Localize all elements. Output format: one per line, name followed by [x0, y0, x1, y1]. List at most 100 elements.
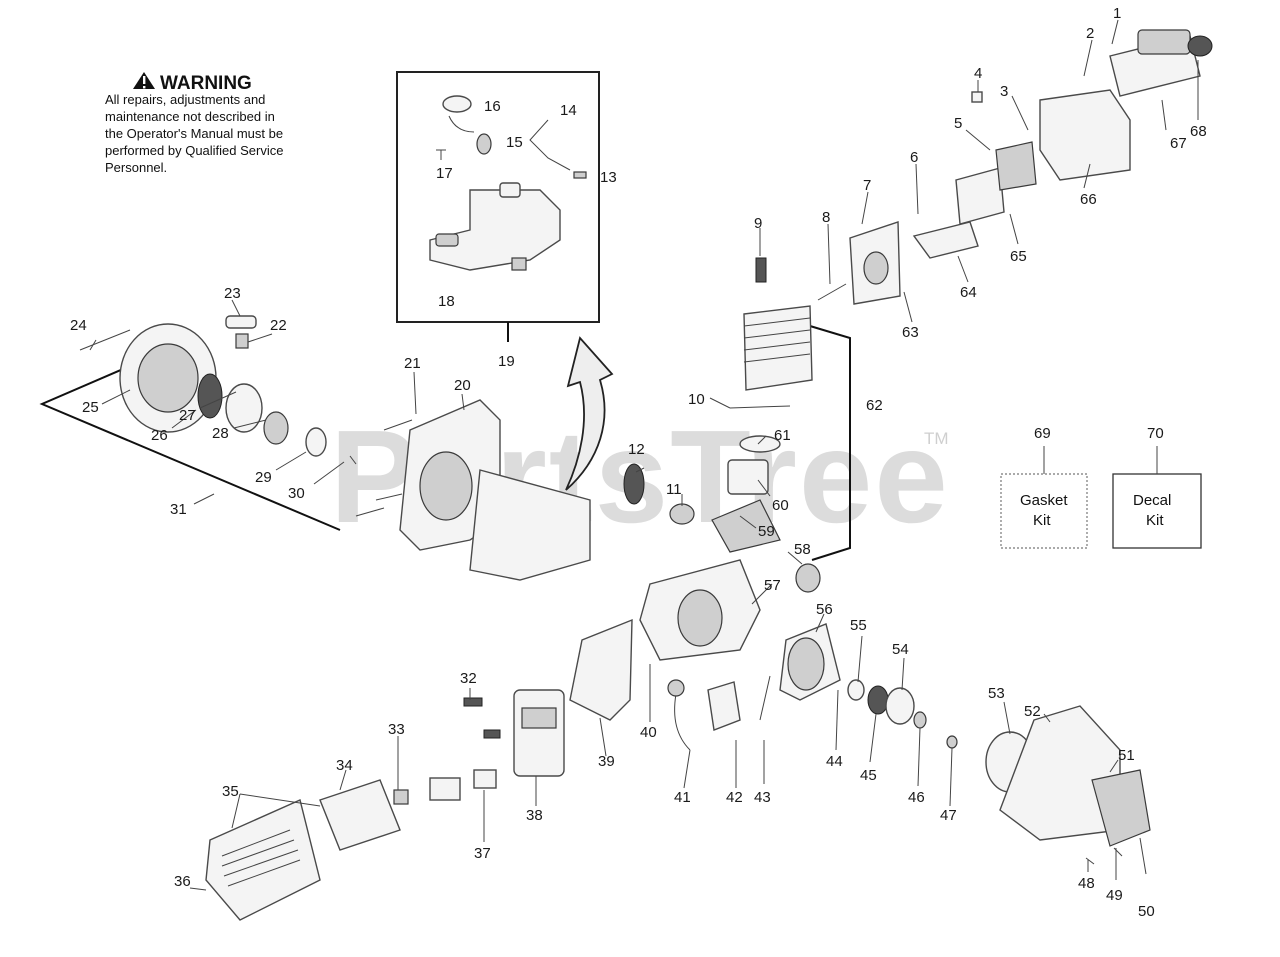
flywheel-assembly: [667, 623, 958, 751]
part-number: 24: [70, 317, 87, 334]
part-number: 15: [506, 134, 523, 151]
part-number: 66: [1080, 191, 1097, 208]
part-number: 23: [224, 285, 241, 302]
part-number: 39: [598, 753, 615, 770]
part-number: 53: [988, 685, 1005, 702]
part-number: 46: [908, 789, 925, 806]
part-number-labels: 1 2 3 4 5 6 7 8 9 10 11 12 13 14 15 16 1…: [70, 5, 1207, 920]
fuel-cap-drawing: [436, 95, 492, 160]
decal-kit-box: [1112, 473, 1202, 549]
part-number: 14: [560, 102, 577, 119]
fuel-tank-drawing: [429, 182, 561, 271]
gasket-kit-callout: 69 Gasket Kit: [1000, 425, 1088, 549]
part-number: 30: [288, 485, 305, 502]
part-number: 18: [438, 293, 455, 310]
part-number: 45: [860, 767, 877, 784]
part-number: 7: [863, 177, 871, 194]
part-number-70: 70: [1147, 425, 1164, 442]
warning-line: maintenance not described in: [105, 109, 275, 124]
starter-assembly: [79, 315, 357, 465]
part-number: 67: [1170, 135, 1187, 152]
part-number: 65: [1010, 248, 1027, 265]
part-number: 42: [726, 789, 743, 806]
part-number: 36: [174, 873, 191, 890]
warning-line: All repairs, adjustments and: [105, 92, 265, 107]
part-number: 35: [222, 783, 239, 800]
part-number: 28: [212, 425, 229, 442]
part-number: 27: [179, 407, 196, 424]
watermark-trademark: TM: [924, 429, 949, 448]
part-number: 50: [1138, 903, 1155, 920]
part-number: 55: [850, 617, 867, 634]
part-number: 52: [1024, 703, 1041, 720]
part-number: 62: [866, 397, 883, 414]
part-number: 10: [688, 391, 705, 408]
warning-notice: WARNING All repairs, adjustments and mai…: [105, 72, 283, 175]
part-number: 1: [1113, 5, 1121, 22]
warning-line: the Operator's Manual must be: [105, 126, 283, 141]
part-number: 5: [954, 115, 962, 132]
gasket-kit-box: [1000, 473, 1088, 549]
part-number: 16: [484, 98, 501, 115]
part-number: 31: [170, 501, 187, 518]
decal-kit-label: Kit: [1146, 512, 1164, 529]
part-number: 47: [940, 807, 957, 824]
part-number: 34: [336, 757, 353, 774]
gasket-kit-label: Gasket: [1020, 492, 1068, 509]
curved-arrow: [565, 336, 614, 491]
part-number: 8: [822, 209, 830, 226]
part-number: 59: [758, 523, 775, 540]
part-number: 12: [628, 441, 645, 458]
part-number: 17: [436, 165, 453, 182]
fuel-line-drawing: [529, 119, 587, 179]
part-number: 20: [454, 377, 471, 394]
fuel-tank-inset: [396, 71, 600, 323]
part-number: 6: [910, 149, 918, 166]
cylinder-assembly: [623, 257, 847, 593]
part-number: 29: [255, 469, 272, 486]
part-number: 43: [754, 789, 771, 806]
part-number: 60: [772, 497, 789, 514]
decal-kit-label: Decal: [1133, 492, 1171, 509]
warning-title: WARNING: [160, 73, 252, 94]
part-number: 68: [1190, 123, 1207, 140]
part-number-69: 69: [1034, 425, 1051, 442]
part-number: 41: [674, 789, 691, 806]
part-number: 37: [474, 845, 491, 862]
part-number: 54: [892, 641, 909, 658]
warning-line: Personnel.: [105, 160, 167, 175]
part-number: 9: [754, 215, 762, 232]
warning-line: performed by Qualified Service: [105, 143, 283, 158]
bracket-62: [809, 325, 851, 561]
part-number: 21: [404, 355, 421, 372]
part-number: 44: [826, 753, 843, 770]
part-number: 48: [1078, 875, 1095, 892]
part-number: 25: [82, 399, 99, 416]
part-number: 3: [1000, 83, 1008, 100]
part-number: 22: [270, 317, 287, 334]
part-number: 33: [388, 721, 405, 738]
part-number: 61: [774, 427, 791, 444]
part-number: 32: [460, 670, 477, 687]
crankcase: [463, 559, 761, 777]
part-number: 2: [1086, 25, 1094, 42]
part-number: 26: [151, 427, 168, 444]
part-number: 13: [600, 169, 617, 186]
part-number: 38: [526, 807, 543, 824]
part-number: 40: [640, 724, 657, 741]
part-number: 56: [816, 601, 833, 618]
part-number: 19: [498, 353, 515, 370]
part-number: 64: [960, 284, 977, 301]
part-number: 4: [974, 65, 982, 82]
part-number: 11: [666, 481, 682, 498]
part-number: 58: [794, 541, 811, 558]
warning-triangle-icon: [133, 72, 155, 89]
decal-kit-callout: 70 Decal Kit: [1112, 425, 1202, 549]
part-number: 63: [902, 324, 919, 341]
gear-head-assembly: [985, 705, 1151, 865]
intake-assembly: [849, 29, 1213, 305]
part-number: 49: [1106, 887, 1123, 904]
engine-cover: [205, 769, 497, 921]
leader-lines: [89, 19, 1199, 891]
